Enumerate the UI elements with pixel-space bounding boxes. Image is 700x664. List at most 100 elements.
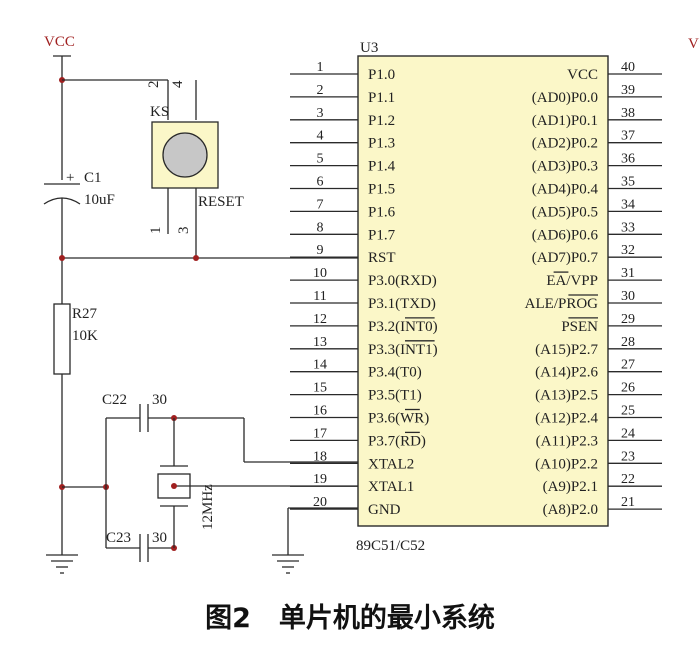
chip-pin-name: P3.7(RD) bbox=[368, 433, 426, 449]
chip-pin-name: P1.6 bbox=[368, 204, 396, 220]
chip-pin-number: 1 bbox=[317, 60, 324, 75]
chip-pin-name: P1.5 bbox=[368, 182, 395, 198]
chip-pin-name: (AD3)P0.3 bbox=[532, 159, 598, 175]
chip-pin-number: 18 bbox=[313, 449, 327, 464]
chip-pin-number: 9 bbox=[317, 243, 324, 258]
chip-pin-name: P1.1 bbox=[368, 90, 395, 106]
chip-pin-name: (A15)P2.7 bbox=[535, 342, 598, 358]
chip-pin-number: 6 bbox=[317, 175, 324, 190]
chip-pin-number: 4 bbox=[317, 129, 324, 144]
chip-pin-name: (AD4)P0.4 bbox=[532, 182, 599, 198]
r27-ref: R27 bbox=[72, 306, 98, 322]
chip-pin-number: 39 bbox=[621, 83, 635, 98]
chip-pin-number: 28 bbox=[621, 335, 635, 350]
c1-value: 10uF bbox=[84, 192, 115, 208]
chip-part: 89C51/C52 bbox=[356, 538, 425, 554]
chip-pin-name: EA/VPP bbox=[546, 273, 598, 289]
chip-pin-number: 12 bbox=[313, 312, 327, 327]
chip-ref: U3 bbox=[360, 40, 378, 56]
chip-pin-number: 38 bbox=[621, 106, 635, 121]
chip-pin-number: 13 bbox=[313, 335, 327, 350]
chip-pin-number: 20 bbox=[313, 495, 327, 510]
c1-ref: C1 bbox=[84, 170, 102, 186]
chip-pin-number: 40 bbox=[621, 60, 635, 75]
c22-ref: C22 bbox=[102, 392, 127, 408]
schematic-svg: VCC V KS 2 4 RESET 1 3 + C1 10uF R27 10K… bbox=[43, 34, 699, 574]
chip-pin-number: 2 bbox=[317, 83, 324, 98]
chip-pin-name: GND bbox=[368, 502, 401, 518]
r27-value: 10K bbox=[72, 328, 98, 344]
junction-rst-left bbox=[59, 255, 65, 261]
chip-pin-name: (A11)P2.3 bbox=[536, 433, 598, 449]
chip-pin-name: (A12)P2.4 bbox=[535, 411, 598, 427]
chip-pin-number: 25 bbox=[621, 404, 635, 419]
chip-pin-number: 5 bbox=[317, 152, 324, 167]
chip-pin-name: (AD0)P0.0 bbox=[532, 90, 598, 106]
chip-pin-number: 31 bbox=[621, 266, 635, 281]
chip-pin-name: (AD1)P0.1 bbox=[532, 113, 598, 129]
switch-pin-4: 4 bbox=[170, 80, 186, 88]
chip-pin-name: P3.5(T1) bbox=[368, 388, 422, 404]
chip-pin-name: RST bbox=[368, 250, 396, 266]
chip-pin-number: 7 bbox=[317, 197, 324, 212]
chip-pin-number: 8 bbox=[317, 220, 324, 235]
r27-body bbox=[53, 303, 71, 375]
crystal-value: 12MHz bbox=[200, 484, 216, 530]
chip-pin-name: VCC bbox=[567, 67, 598, 83]
chip-pin-number: 23 bbox=[621, 449, 635, 464]
chip-pin-name: (A13)P2.5 bbox=[535, 388, 598, 404]
vcc-label: VCC bbox=[44, 34, 75, 50]
chip-pin-name: P3.4(T0) bbox=[368, 365, 422, 381]
switch-ref: KS bbox=[150, 104, 169, 120]
junction-rst-switch bbox=[193, 255, 199, 261]
chip-pin-number: 36 bbox=[621, 152, 635, 167]
switch-pin-3: 3 bbox=[176, 227, 192, 235]
c23-value: 30 bbox=[152, 530, 167, 546]
chip-pin-name: (A14)P2.6 bbox=[535, 365, 598, 381]
chip-pin-number: 33 bbox=[621, 220, 635, 235]
chip-body bbox=[357, 55, 609, 527]
chip-pin-name: (AD2)P0.2 bbox=[532, 136, 598, 152]
chip-pin-name: P1.2 bbox=[368, 113, 395, 129]
chip-pin-number: 32 bbox=[621, 243, 635, 258]
chip-pin-number: 35 bbox=[621, 175, 635, 190]
chip-pin-name: PSEN bbox=[561, 319, 598, 335]
chip-pin-number: 14 bbox=[313, 358, 327, 373]
chip-pin-number: 29 bbox=[621, 312, 635, 327]
chip-pin-number: 17 bbox=[313, 426, 327, 441]
chip-pin-number: 3 bbox=[317, 106, 324, 121]
chip-pin-number: 26 bbox=[621, 381, 635, 396]
chip-pin-name: P1.7 bbox=[368, 227, 396, 243]
chip-pin-number: 30 bbox=[621, 289, 635, 304]
switch-pin-1: 1 bbox=[148, 227, 164, 235]
chip-pin-number: 19 bbox=[313, 472, 327, 487]
chip-pin-number: 15 bbox=[313, 381, 327, 396]
c1-polarity: + bbox=[66, 170, 74, 186]
switch-pin-2: 2 bbox=[146, 81, 162, 89]
chip-pin-number: 11 bbox=[313, 289, 326, 304]
c22-value: 30 bbox=[152, 392, 167, 408]
chip-pin-number: 34 bbox=[621, 197, 635, 212]
chip-pin-number: 22 bbox=[621, 472, 635, 487]
c23-ref: C23 bbox=[106, 530, 131, 546]
chip-right-pins: 40 VCC 39 (AD0)P0.0 38 (AD1)P0.1 37 (AD2)P0.2 36… bbox=[525, 60, 662, 518]
chip-pin-name: P3.1(TXD) bbox=[368, 296, 436, 312]
chip-pin-name: XTAL2 bbox=[368, 456, 414, 472]
chip-pin-name: (AD7)P0.7 bbox=[532, 250, 599, 266]
chip-pin-name: (AD5)P0.5 bbox=[532, 204, 598, 220]
chip-pin-name: (AD6)P0.6 bbox=[532, 227, 599, 243]
chip-pin-name: XTAL1 bbox=[368, 479, 414, 495]
chip-pin-number: 24 bbox=[621, 426, 635, 441]
chip-pin-number: 27 bbox=[621, 358, 635, 373]
chip-pin-name: P3.3(INT1) bbox=[368, 342, 438, 358]
chip-pin-name: (A9)P2.1 bbox=[543, 479, 598, 495]
switch-label: RESET bbox=[198, 194, 244, 210]
chip-pin-number: 10 bbox=[313, 266, 327, 281]
chip-pin-number: 37 bbox=[621, 129, 635, 144]
chip-pin-name: P1.3 bbox=[368, 136, 395, 152]
chip-pin-name: ALE/PROG bbox=[525, 296, 599, 312]
chip-pin-name: P1.4 bbox=[368, 159, 396, 175]
